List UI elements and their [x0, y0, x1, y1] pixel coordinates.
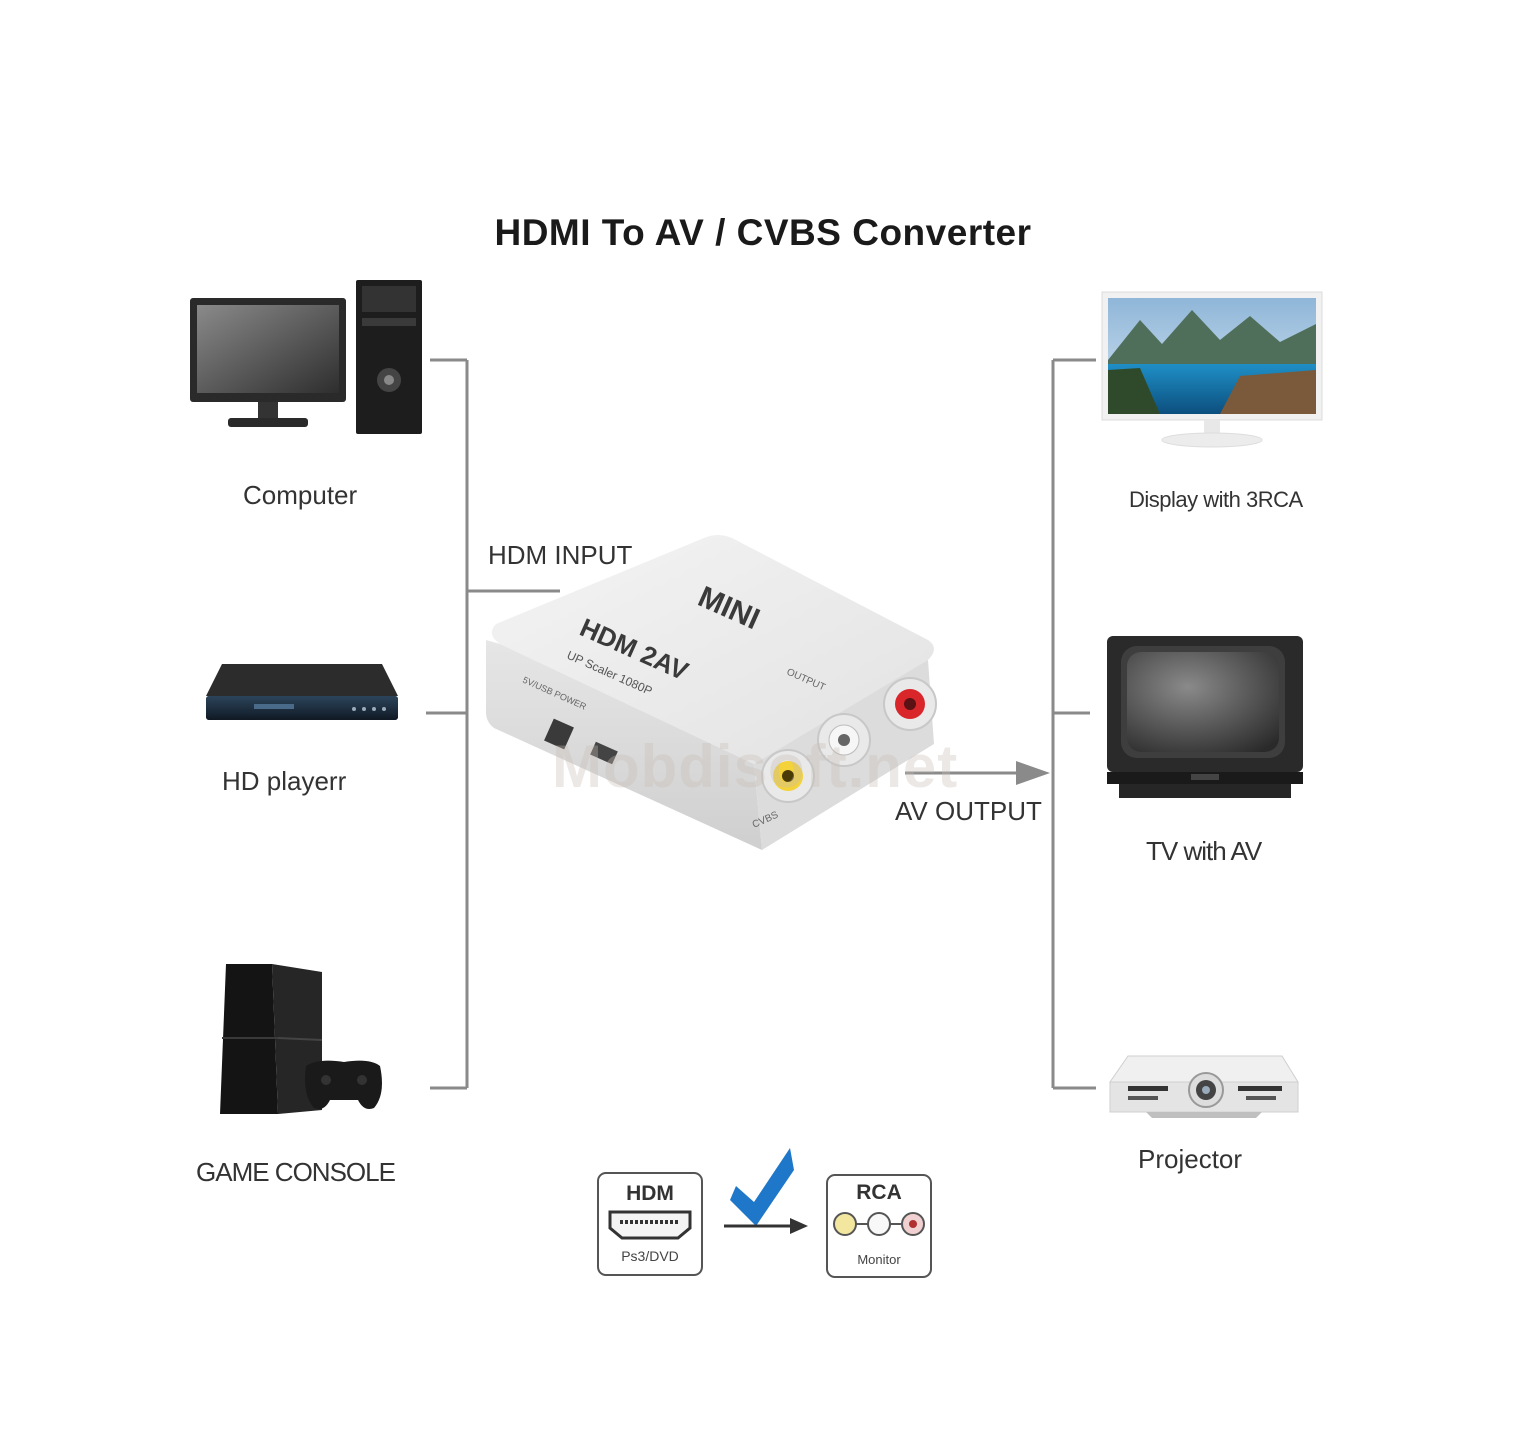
- av-output-label: AV OUTPUT: [895, 796, 1042, 826]
- input-label-computer: Computer: [243, 480, 358, 510]
- diagram-title: HDMI To AV / CVBS Converter: [494, 212, 1032, 253]
- game-console-icon: [220, 964, 382, 1114]
- computer-icon: [190, 280, 422, 434]
- crt-tv-icon: [1107, 636, 1303, 798]
- output-label-projector: Projector: [1138, 1144, 1243, 1174]
- output-label-display: Display with 3RCA: [1129, 487, 1303, 512]
- hdmi-connector-icon: [608, 1210, 692, 1240]
- rca-card-caption: Monitor: [857, 1252, 901, 1267]
- arrow-right-icon: [790, 1218, 808, 1234]
- rca-port-yellow: [761, 749, 815, 803]
- rca-card-title: RCA: [856, 1181, 902, 1204]
- output-label-tv: TV with AV: [1146, 836, 1262, 866]
- watermark: Mobdisoft.net: [552, 733, 959, 800]
- hdmi-card-caption: Ps3/DVD: [621, 1248, 679, 1264]
- input-label-hd-player: HD playerr: [222, 766, 347, 796]
- rca-yellow-icon: [833, 1212, 857, 1236]
- rca-white-icon: [867, 1212, 891, 1236]
- display-monitor-icon: [1101, 291, 1323, 448]
- hdmi-to-rca-legend: HDM Ps3/DVD RCA Monitor: [597, 1148, 932, 1278]
- check-icon: [730, 1148, 794, 1226]
- hdmi-input-label: HDM INPUT: [488, 540, 633, 570]
- rca-port-red: [883, 677, 937, 731]
- converter-box: MINI HDM 2AV UP Scaler 1080P OUTPUT 5V/U…: [486, 535, 937, 850]
- projector-icon: [1109, 1055, 1299, 1118]
- rca-port-white: [817, 713, 871, 767]
- output-arrow-head: [1016, 761, 1050, 785]
- hdmi-card-title: HDM: [626, 1182, 674, 1205]
- input-label-game-console: GAME CONSOLE: [196, 1157, 396, 1187]
- hd-player-icon: [206, 664, 398, 720]
